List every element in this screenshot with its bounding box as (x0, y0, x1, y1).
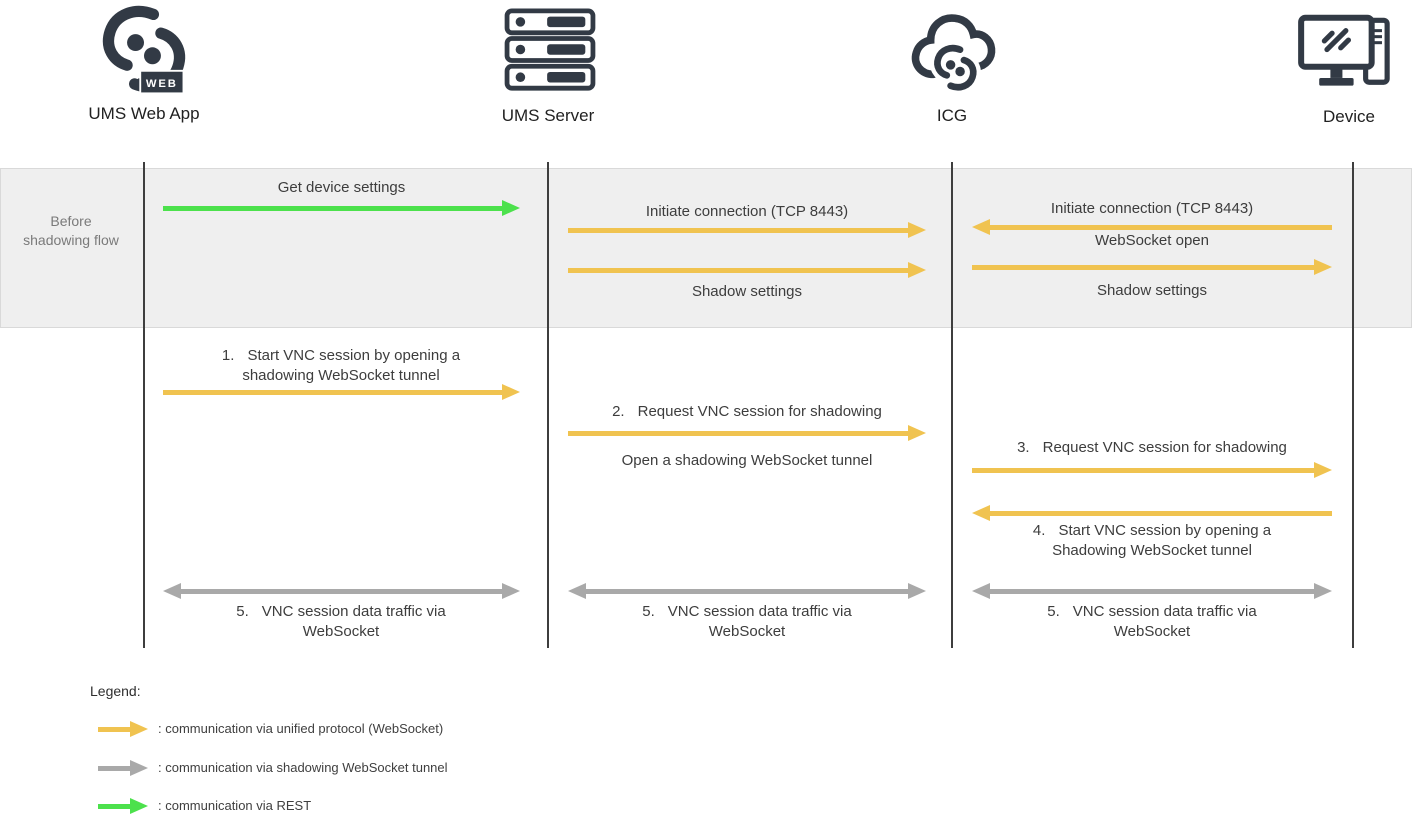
arrow-initiate-connection-device-icg (972, 219, 1332, 235)
msg-step2-text: Request VNC session for shadowing (637, 403, 882, 420)
device-icon (1298, 14, 1390, 86)
ums-web-app-icon: WEB (102, 5, 186, 95)
msg-step2-number: 2. (612, 403, 625, 420)
lifeline-device (1352, 162, 1354, 648)
msg-step1-number: 1. (221, 347, 235, 364)
msg-step5-number: 5. (642, 603, 655, 620)
actor-label-ums-server: UMS Server (501, 106, 595, 125)
msg-initiate-connection-ums-icg: Initiate connection (TCP 8443) (645, 203, 849, 220)
actor-label-device: Device (1323, 107, 1375, 126)
lifeline-icg (951, 162, 953, 648)
arrow-shadow-settings-ums-icg (568, 262, 926, 278)
arrow-websocket-open (972, 259, 1332, 275)
web-badge-label: WEB (146, 78, 178, 90)
msg-step1: 1. Start VNC session by opening a shadowi… (201, 346, 481, 386)
before-shadowing-band-label: Before shadowing flow (23, 213, 119, 248)
icg-cloud-icon (911, 14, 996, 95)
msg-step3-text: Request VNC session for shadowing (1042, 439, 1287, 456)
actor-label-icg: ICG (936, 106, 968, 125)
arrow-step5-server-icg (568, 583, 926, 599)
legend-item-tunnel: : communication via shadowing WebSocket … (158, 760, 448, 775)
msg-step5-text: VNC session data traffic via WebSocket (667, 603, 852, 640)
msg-step1-text: Start VNC session by opening a shadowing… (242, 347, 461, 384)
arrow-get-device-settings (163, 200, 520, 216)
msg-step4-text: Start VNC session by opening a Shadowing… (1052, 522, 1272, 559)
msg-shadow-settings-icg-device: Shadow settings (1096, 282, 1208, 299)
msg-step5-number: 5. (1047, 603, 1060, 620)
legend-rest-arrow-icon (98, 798, 148, 814)
msg-step4: 4. Start VNC session by opening a Shadowi… (1012, 521, 1292, 561)
msg-step5-number: 5. (236, 603, 249, 620)
legend-item-unified: : communication via unified protocol (We… (158, 721, 444, 736)
msg-get-device-settings: Get device settings (277, 179, 406, 196)
msg-step4-number: 4. (1032, 522, 1046, 539)
msg-shadow-settings-ums-icg: Shadow settings (691, 283, 803, 300)
msg-step3: 3. Request VNC session for shadowing (972, 438, 1332, 458)
msg-step2-subtext: Open a shadowing WebSocket tunnel (621, 452, 873, 469)
ums-server-icon (504, 8, 596, 91)
arrow-initiate-connection-ums-icg (568, 222, 926, 238)
before-shadowing-band (0, 168, 1412, 328)
arrow-step5-icg-device (972, 583, 1332, 599)
msg-step5-text: VNC session data traffic via WebSocket (1072, 603, 1257, 640)
legend-item-rest: : communication via REST (158, 798, 312, 813)
actor-label-ums-web-app: UMS Web App (88, 104, 200, 123)
msg-step5-icg-device: 5. VNC session data traffic via WebSocket (1032, 602, 1272, 642)
arrow-step5-webapp-server (163, 583, 520, 599)
msg-step2: 2. Request VNC session for shadowing (568, 402, 926, 422)
arrow-step3 (972, 462, 1332, 478)
lifeline-ums-server (547, 162, 549, 648)
msg-step5-webapp-server: 5. VNC session data traffic via WebSocket (221, 602, 461, 642)
msg-websocket-open: WebSocket open (1095, 232, 1209, 249)
msg-step5-server-icg: 5. VNC session data traffic via WebSocket (627, 602, 867, 642)
legend-unified-arrow-icon (98, 721, 148, 737)
arrow-step2 (568, 425, 926, 441)
lifeline-ums-web-app (143, 162, 145, 648)
legend-tunnel-arrow-icon (98, 760, 148, 776)
msg-step3-number: 3. (1017, 439, 1030, 456)
arrow-step1 (163, 384, 520, 400)
msg-initiate-connection-device-icg: Initiate connection (TCP 8443) (1050, 200, 1254, 217)
legend-title: Legend: (90, 683, 141, 699)
msg-step5-text: VNC session data traffic via WebSocket (261, 603, 446, 640)
arrow-step4 (972, 505, 1332, 521)
